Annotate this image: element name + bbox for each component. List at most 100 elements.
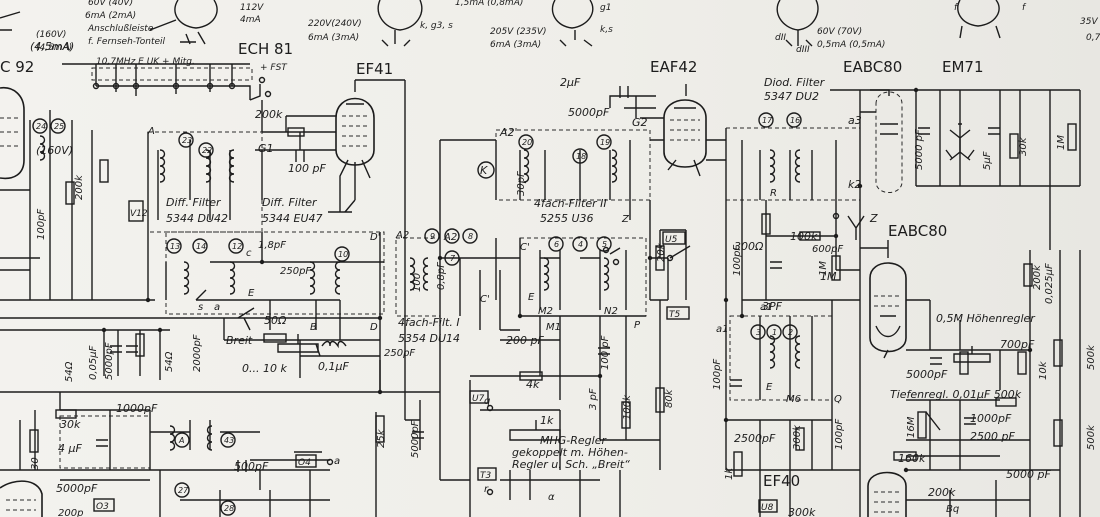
svg-text:dIII: dIII (796, 45, 810, 55)
label-2500pf-b: 2500pF (734, 432, 776, 445)
header-voltage-7: 35V (1080, 17, 1098, 27)
label-160v: (160V) (36, 144, 73, 157)
label-250pf-b: 250pF (384, 348, 415, 359)
label-m2: M2 (538, 306, 553, 317)
label-k2: k2 (848, 178, 861, 191)
label-1m-v: 1M (818, 261, 829, 276)
label-c: c (246, 248, 252, 259)
box-o4: O4 (298, 458, 311, 468)
label-m1: M1 (546, 322, 561, 333)
header-current-5: 1,5mA (0,8mA) (455, 0, 523, 8)
header-label-anschluss: Anschlußleiste (87, 24, 154, 34)
tube-label-ef40: EF40 (763, 472, 800, 490)
label-4fach-filter2: 4fach-Filter II (534, 197, 607, 210)
circle-numbers: 23 22 13 14 12 10 9 8 7 20 18 19 6 4 5 1… (36, 116, 800, 513)
label-gekoppelt: gekoppelt m. Höhen- (512, 446, 628, 459)
label-4fach-filter2-id: 5255 U36 (540, 212, 594, 225)
svg-text:43: 43 (224, 436, 234, 445)
label-a2: A2 (395, 230, 409, 241)
tube-label-c92: C 92 (0, 58, 34, 76)
label-1-8pf: 1,8pF (258, 240, 286, 251)
label-600pf: 600pF (812, 244, 843, 255)
label-100pf-v4: 100pF (732, 245, 743, 276)
label-hoehenregler: 0,5M Höhenregler (936, 312, 1036, 325)
label-200k-r: 200k (928, 486, 956, 499)
box-t3: T3 (480, 471, 491, 481)
label-4fach-filt1-id: 5354 DU14 (398, 332, 460, 345)
svg-text:23: 23 (182, 136, 192, 145)
header-voltage-3: 112V (240, 3, 264, 13)
svg-text:4: 4 (578, 240, 583, 249)
label-e-r: E (766, 382, 773, 393)
svg-text:10: 10 (338, 250, 348, 259)
label-5000pf-v3: 5000 pF (914, 129, 925, 170)
label-e: E (248, 288, 255, 299)
label-200k-v2: 200k (1032, 264, 1043, 290)
svg-text:5: 5 (602, 240, 607, 249)
top-sockets: k, g3, s k,s g1 dII dIII f f (0, 0, 1027, 101)
label-100k-v: 100k (622, 394, 633, 420)
header-current-4: 6mA (3mA) (308, 33, 359, 43)
label-200k: 200k (255, 108, 283, 121)
label-z-right: Z (869, 212, 878, 225)
header-value-07: 0,7 (1086, 33, 1100, 43)
label-a-switch: a (334, 456, 340, 467)
label-100pf-v6: 100pF (834, 419, 845, 450)
box-t5: T5 (669, 310, 680, 320)
label-b: B (310, 322, 317, 333)
svg-text:9: 9 (430, 232, 435, 241)
label-1000pf: 1000pF (116, 402, 158, 415)
label-30k-v: 30k (1018, 136, 1029, 156)
label-100pf-v5: 100pF (712, 359, 723, 390)
label-cprime: C' (520, 242, 530, 253)
label-regler-breit: Regler u. Sch. „Breit“ (512, 458, 630, 471)
label-100pf-v2: 100 pF (600, 335, 611, 370)
header-fst: + FST (260, 63, 288, 73)
label-5402-v: 54Ω (64, 361, 75, 382)
label-250pf: 250pF (280, 266, 311, 277)
label-300k-v: 300k (792, 424, 803, 450)
tube-label-ef41: EF41 (356, 60, 393, 78)
label-5000pf-r: 5000pF (906, 368, 948, 381)
label-g1: G1 (258, 142, 274, 155)
svg-text:17: 17 (762, 116, 773, 125)
box-u5: U5 (665, 235, 678, 245)
svg-text:18: 18 (576, 152, 586, 161)
label-a2prime-b: A2' (443, 232, 460, 243)
circle-k-label: K (480, 164, 488, 177)
label-10k-v: 10k (1038, 360, 1049, 380)
label-3pf-v: 3 pF (588, 388, 599, 410)
label-200k-v: 200k (74, 174, 85, 200)
label-0-10k: 0... 10 k (242, 362, 287, 375)
component-labels: 200k 100 pF G1 Diff. Filter 5344 DU42 Di… (30, 40, 1097, 517)
header-current-6: 6mA (3mA) (490, 40, 541, 50)
header-current-2: (4,5mA) (36, 43, 72, 53)
label-r: R (770, 188, 777, 199)
label-0-05uf-v: 0,05μF (88, 345, 99, 380)
label-5000pf-bl: 5000pF (56, 482, 98, 495)
label-q-left: q (484, 396, 490, 407)
label-200pf-bl: 200p (58, 508, 83, 517)
label-diff-filter-2-id: 5344 EU47 (262, 212, 323, 225)
label-1m-mid: 1M (820, 270, 837, 283)
label-g2: G2 (632, 116, 648, 129)
label-5000pf-v2: 5000pF (104, 342, 115, 380)
label-2uf: 2μF (560, 76, 581, 89)
svg-text:dII: dII (775, 33, 786, 43)
label-a3: a3 (848, 114, 862, 127)
box-u8: U8 (761, 503, 774, 513)
label-16m-v: 16M (906, 416, 917, 438)
label-500k-v2: 500k (1086, 424, 1097, 450)
svg-text:22: 22 (202, 146, 212, 155)
tube-labels: C 92 ECH 81 EF41 EAF42 EABC80 EM71 EABC8… (0, 40, 984, 490)
label-diff-filter-1: Diff. Filter (166, 196, 222, 209)
svg-text:28: 28 (224, 504, 234, 513)
label-tiefenregl: Tiefenregl. 0,01μF 500k (890, 388, 1022, 401)
label-dprime: D' (370, 232, 380, 243)
label-300k-b: 300k (788, 506, 816, 517)
label-4k: 4k (526, 378, 540, 391)
svg-text:19: 19 (600, 138, 610, 147)
header-voltage-2: (160V) (36, 30, 66, 40)
tube-label-eabc80-top: EABC80 (843, 58, 902, 76)
